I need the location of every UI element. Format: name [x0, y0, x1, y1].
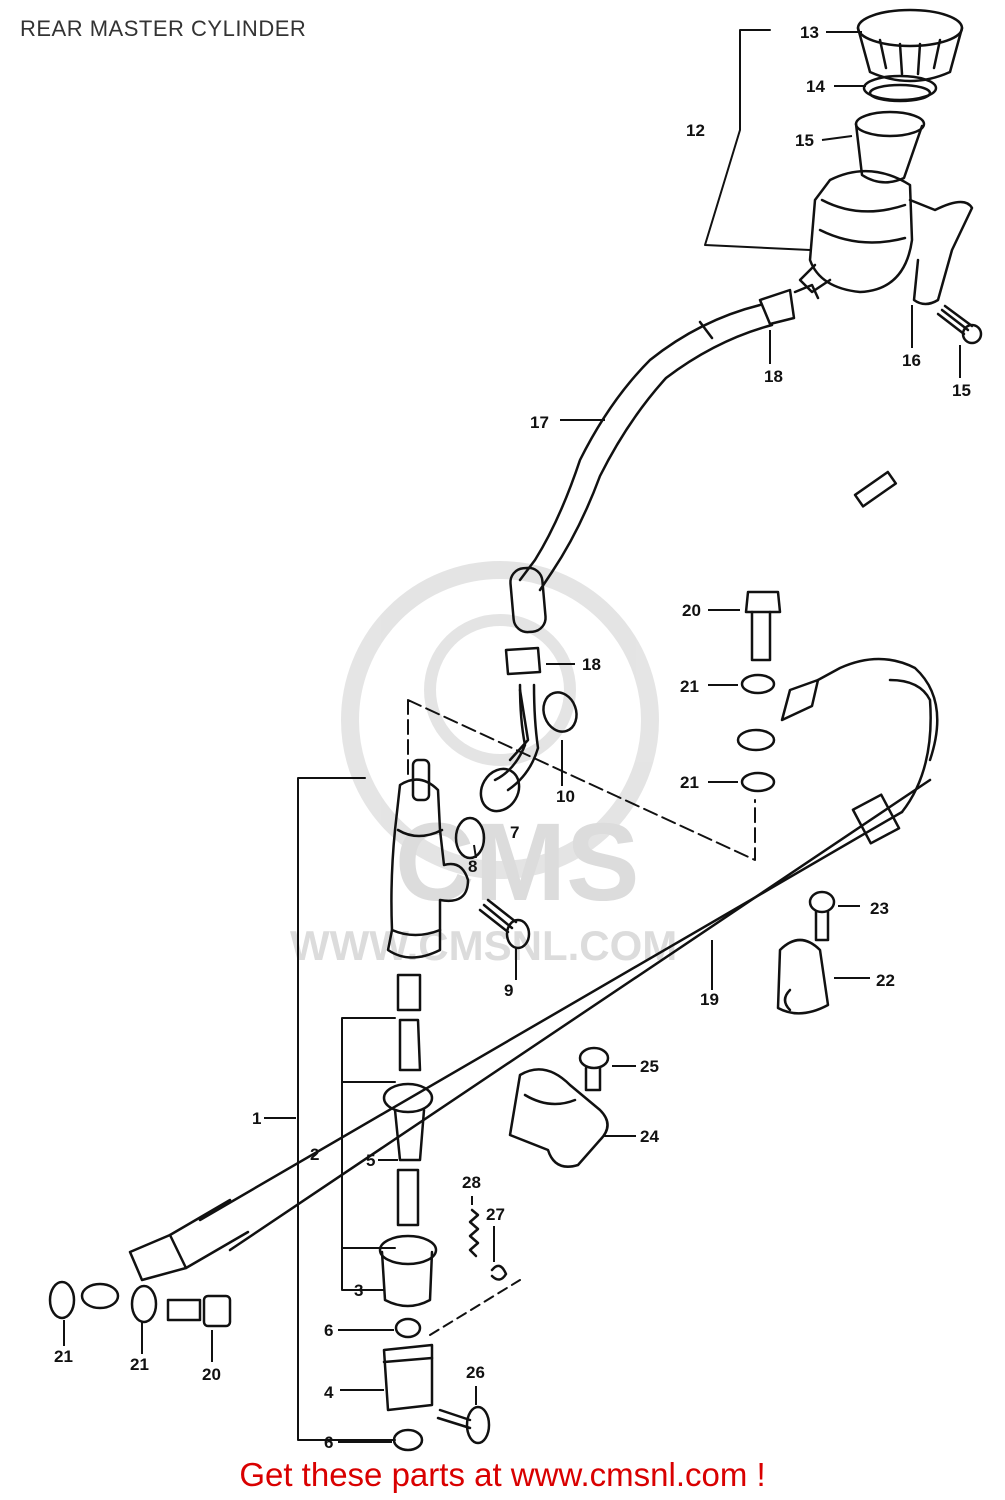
callouts: 13 14 12 15 18 16 15 17 20 18 21 10 21 7…	[54, 23, 971, 1452]
callout-24: 24	[640, 1127, 659, 1146]
callout-28: 28	[462, 1173, 481, 1192]
piston-assembly	[378, 973, 438, 1308]
cotter-pin	[490, 1264, 508, 1281]
diaphragm-plate	[862, 74, 938, 103]
callout-3: 3	[354, 1281, 363, 1300]
callout-2: 2	[310, 1145, 319, 1164]
callout-23: 23	[870, 899, 889, 918]
master-cylinder-body	[386, 758, 470, 959]
washer-upper-a	[740, 673, 776, 695]
leader-fitting	[407, 699, 756, 861]
leader-1	[297, 777, 396, 1441]
callout-7: 7	[510, 823, 519, 842]
callout-13: 14	[806, 77, 825, 96]
leader-11	[704, 29, 811, 251]
callout-22: 22	[876, 971, 895, 990]
diagram-title: REAR MASTER CYLINDER	[20, 16, 307, 41]
callout-20b: 20	[202, 1365, 221, 1384]
watermark-logo-text: CMS	[395, 801, 639, 924]
leader-2	[341, 1017, 396, 1249]
o-ring	[454, 816, 486, 860]
reservoir-body	[798, 169, 974, 306]
callout-21a: 21	[680, 677, 699, 696]
callout-9: 10	[556, 787, 575, 806]
callout-18a: 18	[764, 367, 783, 386]
hose-clamp-lower	[504, 646, 542, 762]
callout-19: 19	[700, 990, 719, 1009]
callout-8: 8	[468, 857, 477, 876]
bracket-bolt	[578, 1046, 610, 1092]
washer-lower-b	[130, 1284, 158, 1324]
callout-10: 9	[504, 981, 513, 1000]
footer-link[interactable]: Get these parts at www.cmsnl.com !	[239, 1456, 766, 1493]
hose-connector	[479, 683, 578, 813]
guide-bolt	[808, 890, 836, 942]
watermark-url-text: WWW.CMSNL.COM	[290, 922, 677, 969]
hose-guide	[776, 938, 830, 1015]
callout-17: 17	[530, 413, 549, 432]
callout-11: 12	[686, 121, 705, 140]
callout-21c: 21	[54, 1347, 73, 1366]
callout-25: 25	[640, 1057, 659, 1076]
callout-21d: 21	[130, 1355, 149, 1374]
callout-21b: 21	[680, 773, 699, 792]
callout-15: 15	[952, 381, 971, 400]
washer-upper-b	[740, 771, 776, 793]
watermark: CMS WWW.CMSNL.COM	[290, 561, 677, 969]
mounting-bolt	[936, 304, 983, 345]
callout-14: 15	[795, 131, 814, 150]
small-fitting	[853, 470, 898, 508]
cylinder-bolt	[478, 898, 531, 950]
hose-clamp-upper	[758, 283, 820, 326]
washer-lower-a	[48, 1280, 76, 1320]
callout-4: 4	[324, 1383, 334, 1402]
clevis-pin	[436, 1405, 491, 1445]
callout-26: 26	[466, 1363, 485, 1382]
leader-pin	[429, 1279, 521, 1336]
callout-1: 1	[252, 1109, 261, 1128]
diaphragm	[854, 110, 926, 184]
leader-3	[341, 1247, 385, 1291]
callout-20a: 20	[682, 601, 701, 620]
callout-16: 16	[902, 351, 921, 370]
callout-5: 5	[366, 1151, 375, 1170]
banjo-bolt-upper	[744, 590, 782, 662]
banjo-bolt-lower	[166, 1294, 232, 1328]
callout-6b: 6	[324, 1433, 333, 1452]
brake-hose	[80, 657, 939, 1310]
callout-12: 13	[800, 23, 819, 42]
reservoir-cap	[856, 8, 964, 83]
clevis	[382, 1317, 434, 1452]
callout-27: 27	[486, 1205, 505, 1224]
callout-18b: 18	[582, 655, 601, 674]
callout-6a: 6	[324, 1321, 333, 1340]
mounting-bracket	[508, 1068, 609, 1168]
reservoir-hose	[509, 303, 774, 634]
callout-arrows	[63, 31, 961, 1443]
spring	[468, 1208, 480, 1258]
